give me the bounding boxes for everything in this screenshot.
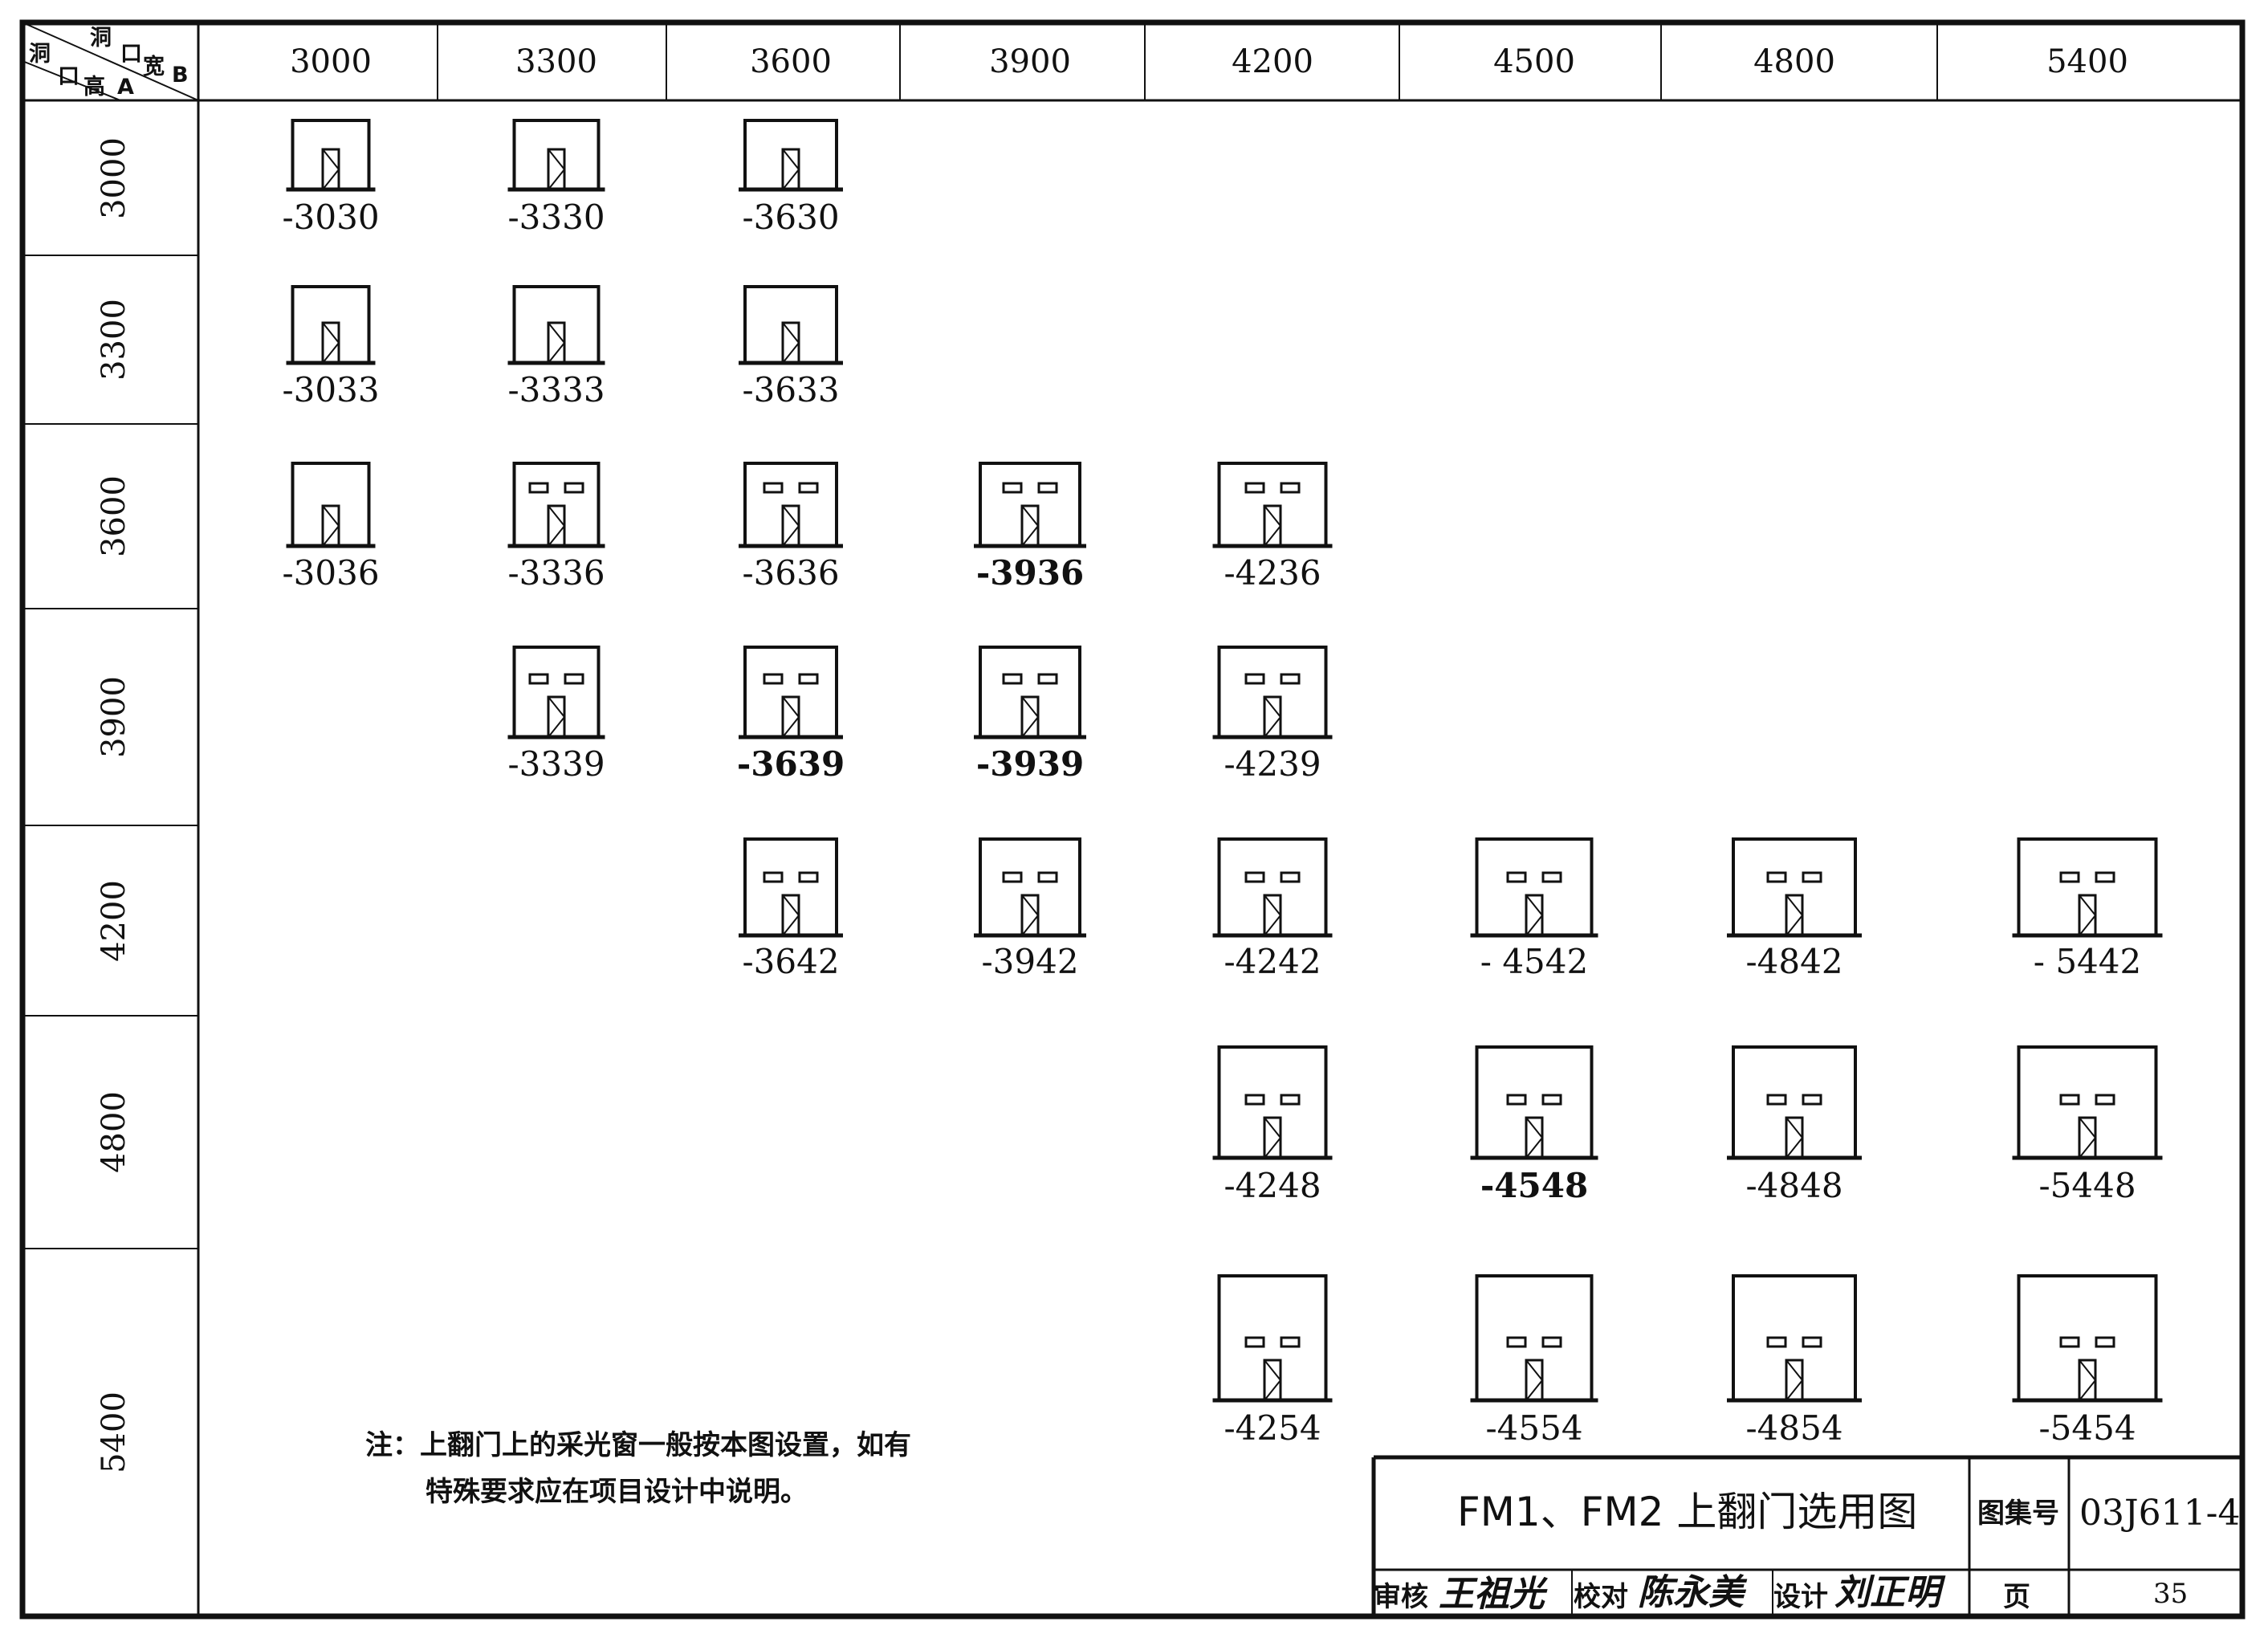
door-symbol bbox=[507, 462, 605, 548]
door-code: -4248 bbox=[1224, 1166, 1321, 1205]
corner-label-right: 宽 bbox=[143, 55, 165, 79]
door-symbol bbox=[739, 285, 843, 365]
door-symbol bbox=[2012, 1274, 2163, 1403]
corner-label-top1: 洞 bbox=[90, 26, 112, 51]
door-code: -4254 bbox=[1224, 1408, 1321, 1448]
col-header-5400: 5400 bbox=[2046, 43, 2128, 80]
door-code: -3330 bbox=[507, 198, 605, 237]
door-symbol bbox=[974, 462, 1086, 548]
door-code: -3939 bbox=[975, 744, 1085, 784]
door-symbol bbox=[286, 462, 376, 548]
door-symbol bbox=[507, 285, 605, 365]
door-code: -4848 bbox=[1745, 1166, 1843, 1205]
col-header-3600: 3600 bbox=[750, 43, 832, 80]
door-symbol bbox=[1470, 1045, 1598, 1160]
door-symbol bbox=[1470, 1274, 1598, 1403]
door-code: -4548 bbox=[1480, 1166, 1589, 1205]
col-header-3900: 3900 bbox=[989, 43, 1071, 80]
door-symbol bbox=[739, 837, 843, 938]
door-symbol bbox=[1727, 1274, 1862, 1403]
door-symbol bbox=[507, 119, 605, 192]
door-code: -3639 bbox=[736, 744, 845, 784]
row-header-3900: 3900 bbox=[96, 676, 132, 758]
door-symbol bbox=[1212, 646, 1333, 740]
door-code: -3336 bbox=[507, 553, 605, 593]
door-code: -3630 bbox=[742, 198, 840, 237]
corner-diagonal-1 bbox=[22, 22, 199, 101]
row-header-4200: 4200 bbox=[96, 879, 132, 962]
door-code: -3030 bbox=[282, 198, 380, 237]
door-code: -3636 bbox=[742, 553, 840, 593]
door-code: -3033 bbox=[282, 370, 380, 409]
corner-label-bottom: 高 bbox=[83, 75, 105, 100]
door-code: -4236 bbox=[1224, 553, 1321, 593]
door-code: -4239 bbox=[1224, 744, 1321, 784]
row-header-4800: 4800 bbox=[96, 1091, 132, 1173]
door-code: -4842 bbox=[1745, 942, 1843, 981]
door-code: -5448 bbox=[2038, 1166, 2136, 1205]
door-code: -3936 bbox=[975, 553, 1085, 593]
door-symbol bbox=[2012, 1045, 2163, 1160]
corner-diagonal-2 bbox=[22, 60, 121, 101]
door-code: -3339 bbox=[507, 744, 605, 784]
door-symbol bbox=[1212, 462, 1333, 548]
design-label: 设计 bbox=[1773, 1581, 1828, 1613]
door-code: -3942 bbox=[981, 942, 1079, 981]
door-code: -3036 bbox=[282, 553, 380, 593]
door-code: -3333 bbox=[507, 370, 605, 409]
check-label: 校对 bbox=[1574, 1581, 1628, 1613]
door-symbol bbox=[974, 646, 1086, 740]
door-symbol bbox=[1727, 837, 1862, 938]
door-code: -3633 bbox=[742, 370, 840, 409]
door-code: -4242 bbox=[1224, 942, 1321, 981]
door-symbol bbox=[974, 837, 1086, 938]
door-code: - 4542 bbox=[1480, 942, 1589, 981]
page-label: 页 bbox=[2003, 1581, 2030, 1613]
door-symbol bbox=[1727, 1045, 1862, 1160]
col-header-3300: 3300 bbox=[515, 43, 597, 80]
review-label: 审核 bbox=[1374, 1581, 1428, 1613]
door-symbol bbox=[1212, 837, 1333, 938]
door-code: -3642 bbox=[742, 942, 840, 981]
atlas-no-label: 图集号 bbox=[1977, 1497, 2059, 1530]
review-signature: 王祖光 bbox=[1439, 1574, 1545, 1615]
corner-label-top2: 口 bbox=[120, 42, 142, 67]
col-header-3000: 3000 bbox=[290, 43, 372, 80]
door-symbol bbox=[1212, 1274, 1333, 1403]
door-symbol bbox=[1212, 1045, 1333, 1160]
door-code: -4854 bbox=[1745, 1408, 1843, 1448]
row-header-3600: 3600 bbox=[96, 475, 132, 557]
corner-label-rightB: B bbox=[172, 63, 189, 88]
col-header-4800: 4800 bbox=[1753, 43, 1835, 80]
door-symbol bbox=[2012, 837, 2163, 938]
page-number: 35 bbox=[2153, 1578, 2189, 1610]
note-line-1: 注：上翻门上的采光窗一般按本图设置，如有 bbox=[365, 1429, 911, 1461]
row-header-5400: 5400 bbox=[96, 1391, 132, 1473]
door-code: -4554 bbox=[1485, 1408, 1583, 1448]
door-symbol bbox=[739, 646, 843, 740]
outer-border bbox=[19, 19, 2246, 1620]
door-symbol bbox=[286, 119, 376, 192]
row-header-3000: 3000 bbox=[96, 136, 132, 219]
door-symbol bbox=[739, 462, 843, 548]
check-signature: 陈永美 bbox=[1638, 1572, 1744, 1613]
atlas-no: 03J611-4 bbox=[2079, 1493, 2241, 1534]
row-header-3300: 3300 bbox=[96, 299, 132, 381]
col-header-4200: 4200 bbox=[1232, 43, 1313, 80]
door-symbol bbox=[286, 285, 376, 365]
door-symbol bbox=[739, 119, 843, 192]
corner-label-bottomA: A bbox=[117, 75, 134, 100]
door-code: - 5442 bbox=[2033, 942, 2142, 981]
door-code: -5454 bbox=[2038, 1408, 2136, 1448]
note-line-2: 特殊要求应在项目设计中说明。 bbox=[426, 1476, 808, 1508]
drawing-title: FM1、FM2 上翻门选用图 bbox=[1457, 1489, 1918, 1535]
door-symbol bbox=[1470, 837, 1598, 938]
corner-label-left1: 洞 bbox=[29, 42, 51, 67]
corner-label-left2: 口 bbox=[58, 64, 79, 89]
col-header-4500: 4500 bbox=[1493, 43, 1575, 80]
door-symbol bbox=[507, 646, 605, 740]
design-signature: 刘正明 bbox=[1834, 1572, 1940, 1613]
